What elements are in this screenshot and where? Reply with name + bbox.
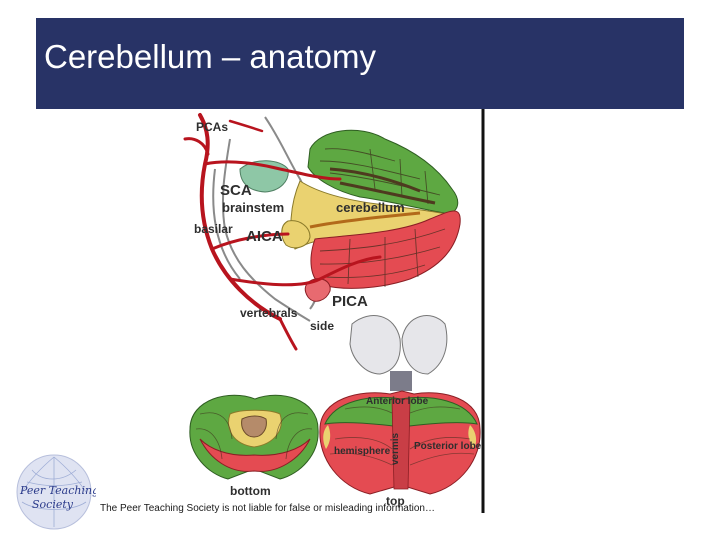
top-view: Anterior lobe vermis hemisphere Posterio…	[319, 315, 482, 508]
label-vermis: vermis	[390, 432, 401, 465]
anterior-inferior-branch	[309, 211, 421, 229]
peer-teaching-society-logo: Peer Teaching Society	[12, 452, 99, 532]
label-anterior-lobe: Anterior lobe	[366, 396, 429, 407]
label-top: top	[386, 494, 405, 508]
logo-graphic: Peer Teaching Society	[16, 454, 99, 530]
slide-title: Cerebellum – anatomy	[44, 38, 376, 75]
logo-line2: Society	[32, 498, 74, 511]
label-vertebrals: vertebrals	[240, 306, 298, 320]
label-side: side	[310, 319, 334, 333]
label-cerebellum: cerebellum	[336, 200, 405, 215]
superior-cerebellar-branches	[329, 167, 436, 205]
label-pica: PICA	[332, 293, 368, 310]
label-hemisphere: hemisphere	[334, 446, 391, 457]
label-bottom: bottom	[230, 484, 271, 498]
label-posterior-lobe: Posterior lobe	[414, 441, 482, 452]
folia-lines	[319, 148, 446, 287]
arteries	[183, 113, 382, 351]
label-aica: AICA	[246, 228, 283, 245]
pica-patch	[304, 278, 331, 302]
cerebellum-superior-green	[307, 129, 459, 215]
anatomy-illustration: PCAs SCA brainstem cerebellum basilar AI…	[170, 109, 485, 513]
label-basilar: basilar	[194, 222, 233, 236]
footer-disclaimer: The Peer Teaching Society is not liable …	[100, 503, 435, 514]
label-pcas: PCAs	[196, 120, 228, 134]
label-brainstem: brainstem	[222, 200, 284, 215]
bottom-view: bottom	[189, 394, 319, 498]
title-bar: Cerebellum – anatomy	[36, 18, 684, 109]
cerebellum-anatomy-figure: PCAs SCA brainstem cerebellum basilar AI…	[170, 109, 486, 513]
logo-line1: Peer Teaching	[19, 484, 96, 497]
aica-patch	[281, 220, 311, 249]
label-sca: SCA	[220, 182, 252, 199]
